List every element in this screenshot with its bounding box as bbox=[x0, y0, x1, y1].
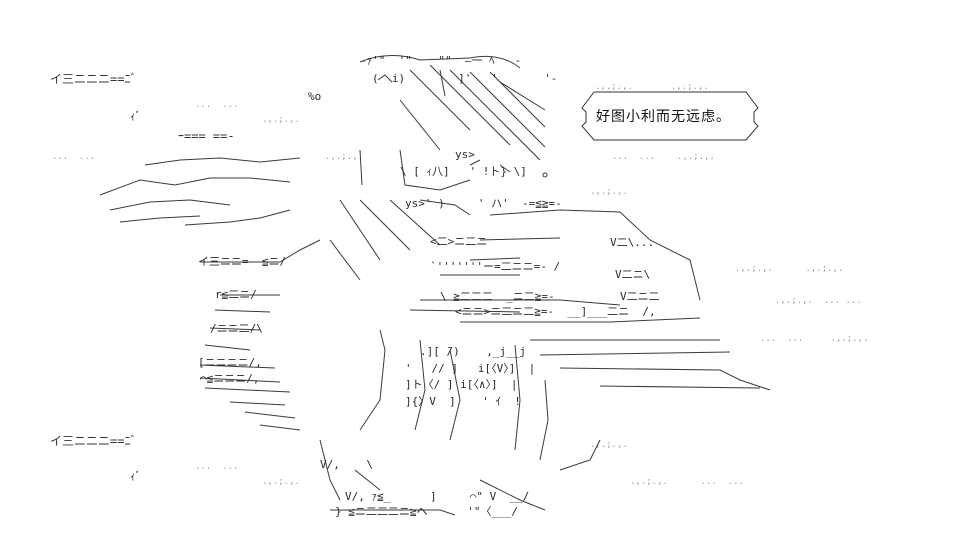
faint-mark: .,.;.,. .,.;.,. bbox=[735, 264, 844, 274]
faint-mark: ... ... .,.;.,. bbox=[612, 152, 715, 162]
noise-mark: ｨﾞ bbox=[130, 110, 141, 123]
ascii-fragment: ]{〉V ] ' ｲ ! bbox=[405, 395, 521, 408]
faint-mark: ... ... bbox=[195, 462, 239, 472]
faint-mark: ... ... bbox=[195, 100, 239, 110]
ascii-fragment: \ ≧二二二 _ニ二≧=- bbox=[440, 290, 555, 303]
noise-mark: ｨﾞ bbox=[130, 470, 141, 483]
ascii-fragment: V二ニ二 bbox=[620, 290, 660, 303]
ascii-fragment: [ニニニニ/, bbox=[198, 356, 262, 369]
faint-mark: .,.;.,. bbox=[325, 152, 363, 162]
ascii-fragment: V/, ｧ≦_ ] ⌒" V __/ bbox=[345, 490, 530, 503]
faint-mark: .,.;.,. .,.;.,. bbox=[595, 82, 709, 92]
speed-line-top: イ三ニニニ==ﾆﾞ bbox=[50, 72, 137, 86]
ascii-fragment: r≦二ニ/ bbox=[215, 288, 257, 301]
ascii-fragment: ' // ] i[〈V〉] | bbox=[405, 362, 536, 375]
ascii-fragment: <ニニ>ニ二ニ二≧=- __]___二ニ /, bbox=[455, 305, 656, 318]
ascii-fragment: ⌒≦ニニニ/, bbox=[200, 372, 260, 385]
noise-mark: %o bbox=[308, 90, 322, 103]
ascii-fragment: `'''''''ー=二ニニ=- / bbox=[430, 260, 561, 273]
ascii-fragment: \ [ ｨ八] ' !ト} \] bbox=[400, 165, 527, 178]
faint-mark: .,.;.,. bbox=[262, 477, 300, 487]
speed-line-bottom: イ三ニニニ==ﾆﾞ bbox=[50, 434, 137, 448]
faint-mark: .,.;.,. bbox=[590, 440, 628, 450]
ascii-fragment: V二\... bbox=[610, 236, 655, 249]
faint-mark: .,.;.,. ... ... bbox=[630, 477, 744, 487]
speed-line-dash: ｰ=== ==- bbox=[178, 129, 235, 143]
faint-mark: ... ... bbox=[52, 152, 96, 162]
ascii-fragment: <二>ニ二ニ bbox=[430, 235, 488, 248]
ascii-fragment: .][ ̄/) ,_j__j bbox=[420, 345, 526, 358]
ascii-fragment: イ三ニニ=- ≦ニ/ bbox=[198, 255, 287, 268]
ascii-fragment: ys>' ) ' ハ' -=≦≧=- bbox=[405, 197, 562, 210]
faint-mark: .,.;.,. ... ... bbox=[775, 296, 862, 306]
ascii-fragment: ys> bbox=[455, 148, 475, 161]
speech-bubble bbox=[581, 91, 759, 141]
ascii-fragment: ( i) ]' ' '- bbox=[372, 72, 558, 85]
ascii-fragment: ]ト〈/ ] i[〈∧〉] | bbox=[405, 378, 518, 391]
speech-bubble-text: 好图小利而无远虑。 bbox=[596, 109, 731, 125]
faint-mark: .,.;.,. bbox=[590, 187, 628, 197]
faint-mark: .,.;.,. bbox=[262, 115, 300, 125]
ascii-fragment: V二ニ\ bbox=[615, 268, 651, 281]
ascii-fragment: -ｧ'" '" "" ―一 ﾍ - bbox=[360, 54, 522, 67]
ascii-fragment: } ≦ニ二二二ニ≧ヘ '"〈___/ bbox=[335, 505, 518, 518]
ascii-fragment: V/, \ bbox=[320, 458, 373, 471]
faint-mark: ... ... .,.;.,. bbox=[760, 334, 869, 344]
ascii-fragment: /ニニ二/\ bbox=[210, 322, 263, 335]
